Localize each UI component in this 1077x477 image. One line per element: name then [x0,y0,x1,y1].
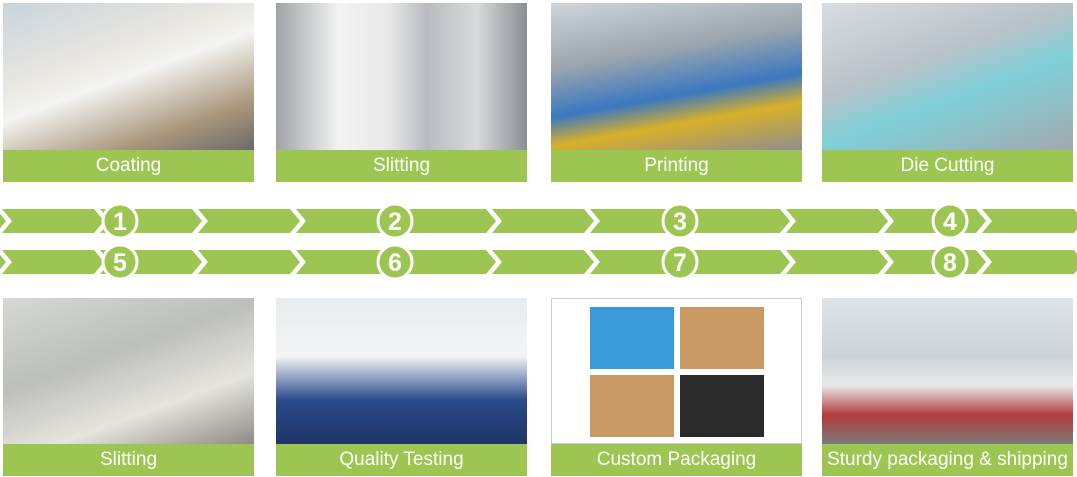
step-number-circle [931,243,969,281]
step-number: 5 [113,249,127,277]
chevron-arrow-segment [492,250,594,274]
chevron-arrow-segment [394,209,496,233]
step-panel-shipping: Sturdy packaging & shipping [822,298,1073,476]
step-number-circle [101,202,139,240]
step-panel-slitting: Slitting [276,3,527,182]
step-panel-coating: Coating [3,3,254,182]
step-number: 7 [673,249,687,277]
chevron-arrow-segment [296,250,398,274]
step-label: Custom Packaging [551,444,802,476]
chevron-arrow-segment [0,213,6,229]
chevron-arrow-segment [2,209,104,233]
step-number-circle [661,202,699,240]
step-panel-slitting-2: Slitting [3,298,254,476]
step-panel-custom-packaging: Custom Packaging [551,298,802,476]
quality-testing-photo [276,298,527,444]
step-label: Quality Testing [276,444,527,476]
step-panel-die-cutting: Die Cutting [822,3,1073,182]
step-panel-printing: Printing [551,3,802,182]
chevron-arrow-segment [198,250,300,274]
chevron-arrow-segment [786,209,888,233]
chevron-arrow-segment [982,250,1077,274]
step-label: Slitting [3,444,254,476]
custom-packaging-photo [551,298,802,444]
step-number: 1 [113,208,127,236]
step-number-circle [376,243,414,281]
step-label: Sturdy packaging & shipping [822,444,1073,476]
chevron-arrow-segment [688,209,790,233]
step-label: Slitting [276,150,527,182]
step-label: Die Cutting [822,150,1073,182]
step-label: Coating [3,150,254,182]
chevron-arrow-segment [2,250,104,274]
coating-photo [3,3,254,150]
chevron-arrow-segment [198,209,300,233]
die-cutting-photo [822,3,1073,150]
shipping-photo [822,298,1073,444]
chevron-arrow-segment [296,209,398,233]
process-arrows: 1 2 3 4 5 6 7 8 [0,202,1077,281]
step-label: Printing [551,150,802,182]
chevron-arrow-segment [0,254,6,270]
slitting-photo [3,298,254,444]
chevron-arrow-segment [688,250,790,274]
step-number-circle [101,243,139,281]
step-number: 6 [388,249,402,277]
step-panel-quality-testing: Quality Testing [276,298,527,476]
chevron-arrow-segment [492,209,594,233]
step-number-circle [376,202,414,240]
step-number: 8 [943,249,957,277]
step-number: 2 [388,208,402,236]
slitting-photo [276,3,527,150]
printing-photo [551,3,802,150]
step-number: 3 [673,208,687,236]
chevron-arrow-segment [394,250,496,274]
step-number: 4 [943,208,957,236]
chevron-arrow-segment [786,250,888,274]
chevron-arrow-segment [982,209,1077,233]
step-number-circle [661,243,699,281]
step-number-circle [931,202,969,240]
